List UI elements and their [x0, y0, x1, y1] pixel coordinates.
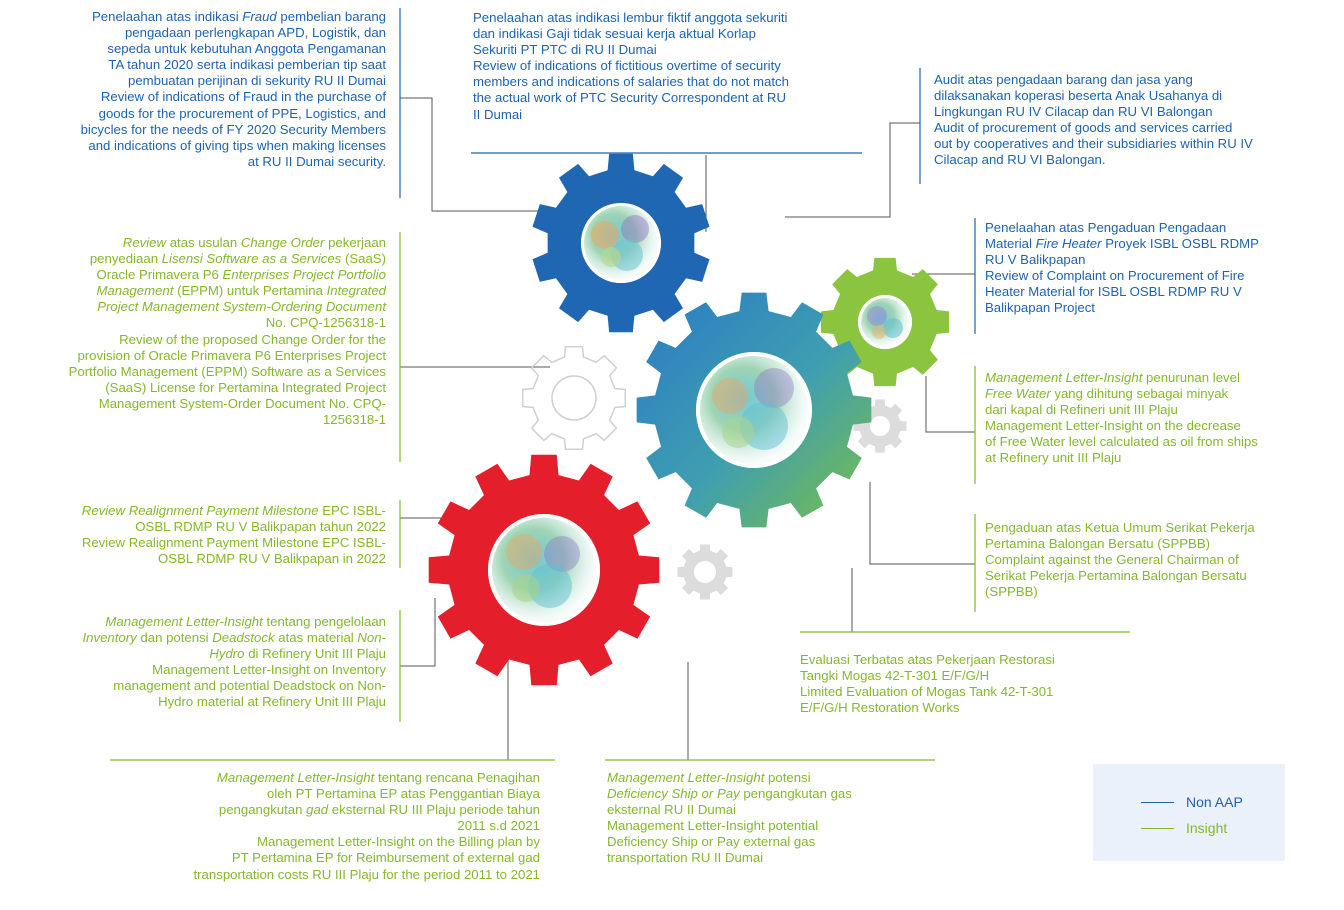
note-inventory-deadstock: Management Letter-Insight tentang pengel…: [0, 614, 386, 711]
note-en-text: Complaint against the General Chairman o…: [985, 552, 1247, 600]
note-sppbb-complaint: Pengaduan atas Ketua Umum Serikat Pekerj…: [985, 520, 1337, 600]
note-free-water-level: Management Letter-Insight penurunan leve…: [985, 370, 1337, 467]
note-change-order-saas: Review atas usulan Change Order pekerjaa…: [0, 235, 386, 428]
legend: Non AAP Insight: [1093, 764, 1285, 861]
note-id-text: Management Letter-Insight tentang pengel…: [82, 614, 386, 662]
grey-outline-gear-icon: [521, 345, 627, 451]
note-fictitious-overtime: Penelaahan atas indikasi lembur fiktif a…: [473, 10, 873, 123]
note-id-text: Pengaduan atas Ketua Umum Serikat Pekerj…: [985, 520, 1255, 552]
legend-swatch-non-aap: [1141, 801, 1174, 803]
red-gear-icon: [428, 454, 660, 686]
note-en-text: Limited Evaluation of Mogas Tank 42-T-30…: [800, 684, 1054, 716]
note-mogas-tank: Evaluasi Terbatas atas Pekerjaan Restora…: [800, 652, 1140, 716]
small-grey-gear-icon-2: [677, 544, 733, 600]
note-id-text: Review atas usulan Change Order pekerjaa…: [89, 235, 386, 331]
legend-swatch-insight: [1141, 827, 1174, 829]
note-id-text: Review Realignment Payment Milestone EPC…: [81, 503, 386, 535]
note-id-text: Audit atas pengadaan barang dan jasa yan…: [934, 72, 1223, 120]
note-cooperatives-audit: Audit atas pengadaan barang dan jasa yan…: [934, 72, 1334, 169]
legend-item-insight: Insight: [1141, 820, 1227, 836]
note-en-text: Review of indications of Fraud in the pu…: [80, 89, 386, 169]
watercolor-centres: [488, 203, 912, 626]
note-en-text: Audit of procurement of goods and servic…: [934, 120, 1253, 168]
legend-item-non-aap: Non AAP: [1141, 794, 1243, 810]
note-en-text: Management Letter-Insight on the decreas…: [985, 418, 1258, 466]
note-id-text: Penelaahan atas indikasi Fraud pembelian…: [91, 9, 386, 89]
note-en-text: Review of indications of fictitious over…: [473, 58, 789, 122]
note-id-text: Penelaahan atas indikasi lembur fiktif a…: [473, 10, 788, 58]
note-gad-billing: Management Letter-Insight tentang rencan…: [40, 770, 541, 883]
legend-label-insight: Insight: [1186, 820, 1228, 836]
note-en-text: Management Letter-Insight on the Billing…: [193, 834, 541, 882]
note-en-text: Review of the proposed Change Order for …: [68, 331, 386, 428]
note-fraud-procurement: Penelaahan atas indikasi Fraud pembelian…: [0, 9, 386, 170]
note-payment-milestone: Review Realignment Payment Milestone EPC…: [0, 503, 386, 567]
blue-gear-icon: [532, 153, 710, 333]
note-en-text: Review of Complaint on Procurement of Fi…: [985, 268, 1245, 316]
note-id-text: Management Letter-Insight tentang rencan…: [216, 770, 540, 834]
legend-label-non-aap: Non AAP: [1186, 794, 1243, 810]
note-en-text: Review Realignment Payment Milestone EPC…: [81, 535, 386, 567]
note-id-text: Management Letter-Insight penurunan leve…: [985, 370, 1240, 418]
connector-lines-green: [110, 366, 1130, 761]
teal-gradient-gear-icon: [636, 292, 872, 528]
note-separators: [399, 8, 976, 722]
note-id-text: Evaluasi Terbatas atas Pekerjaan Restora…: [800, 652, 1055, 684]
